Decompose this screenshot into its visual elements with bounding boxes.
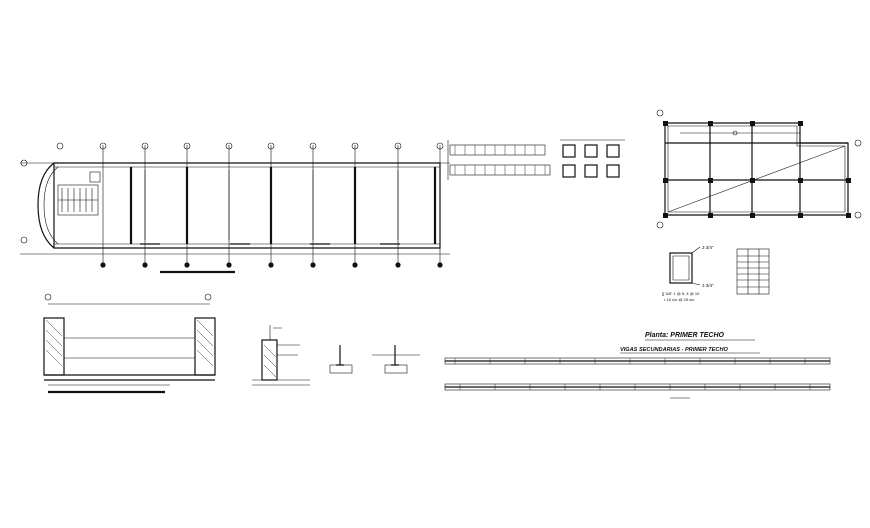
stirrup-label-bottom: 3 3/4"	[702, 283, 714, 288]
schedule-table	[736, 248, 770, 295]
beam-section-details	[447, 140, 551, 180]
axis-bubbles-top	[20, 142, 444, 244]
secondary-beams-row-1	[444, 357, 831, 365]
footing-details	[329, 345, 420, 374]
stirrup-label-top: 3 3/4"	[702, 245, 714, 250]
drawing-title-main: Planta: PRIMER TECHO	[645, 332, 725, 339]
axis-bubbles-bottom	[100, 262, 443, 268]
retaining-wall-section	[252, 325, 310, 386]
column-section-details	[560, 139, 625, 178]
stirrup-note-line1: [] 3/8" 1 @ 5, 4 @ 10	[662, 291, 700, 296]
drawing-title-beams: VIGAS SECUNDARIAS - PRIMER TECHO	[620, 347, 728, 353]
stirrup-note-line2: r 15 c/u @ 25 cm	[664, 297, 695, 302]
roof-framing-plan	[656, 109, 862, 229]
wall-section-elevation	[43, 293, 216, 394]
stirrup-detail: 3 3/4" 3 3/4" [] 3/8" 1 @ 5, 4 @ 10 r 15…	[662, 245, 714, 302]
main-floor-plan	[20, 142, 450, 274]
secondary-beams-row-2	[444, 383, 831, 391]
